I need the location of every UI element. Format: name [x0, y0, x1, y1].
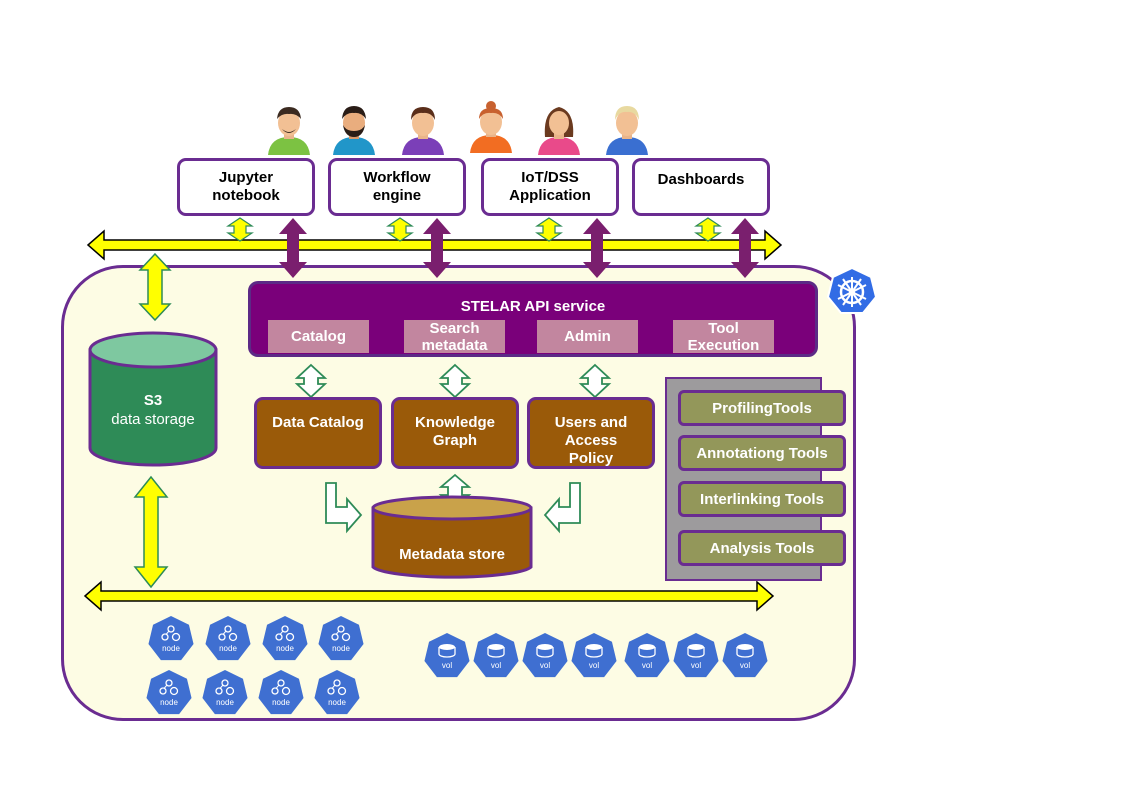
data-catalog-box: Data Catalog	[254, 397, 382, 469]
s3-cylinder	[88, 331, 218, 467]
volume-icon: vol	[571, 633, 617, 678]
vol-label: vol	[690, 661, 702, 670]
node-icon: node	[314, 670, 360, 715]
node-icon: node	[202, 670, 248, 715]
kg-link-arrow	[438, 363, 472, 399]
dashboards-box: Dashboards	[632, 158, 770, 216]
node-label: node	[219, 644, 237, 653]
node-label: node	[328, 698, 346, 707]
knowledge-graph-box: Knowledge Graph	[391, 397, 519, 469]
vol-label: vol	[588, 661, 600, 670]
vol-label: vol	[441, 661, 453, 670]
node-label: node	[332, 644, 350, 653]
catalog-link-arrow	[294, 363, 328, 399]
avatar	[470, 101, 512, 153]
api-link-arrow	[423, 218, 451, 278]
api-link-arrow	[279, 218, 307, 278]
vol-label: vol	[539, 661, 551, 670]
api-tool-execution: Tool Execution	[673, 320, 774, 354]
vol-label: vol	[490, 661, 502, 670]
s3-subtitle: data storage	[111, 411, 195, 428]
workflow-link-arrow	[386, 217, 414, 242]
metadata-store-label: Metadata store	[399, 546, 505, 563]
annotating-tools-box: Annotationg Tools	[678, 435, 846, 471]
iot-dss-application-box: IoT/DSS Application	[481, 158, 619, 216]
node-icon: node	[205, 616, 251, 661]
s3-title: S3	[143, 392, 163, 409]
catalog-store-arrow	[325, 482, 363, 534]
node-icon: node	[148, 616, 194, 661]
avatar	[606, 106, 648, 155]
node-label: node	[272, 698, 290, 707]
kubernetes-logo-icon	[826, 266, 878, 314]
node-icon: node	[146, 670, 192, 715]
node-label: node	[160, 698, 178, 707]
node-label: node	[216, 698, 234, 707]
users-link-arrow	[578, 363, 612, 399]
volume-icon: vol	[473, 633, 519, 678]
s3-top-arrow	[138, 252, 172, 322]
node-icon: node	[262, 616, 308, 661]
metadata-store-cylinder	[371, 495, 533, 579]
node-icon: node	[258, 670, 304, 715]
s3-bottom-arrow	[133, 475, 169, 589]
workflow-engine-box: Workflow engine	[328, 158, 466, 216]
node-label: node	[162, 644, 180, 653]
volume-icon: vol	[522, 633, 568, 678]
vol-label: vol	[739, 661, 751, 670]
volume-icon: vol	[424, 633, 470, 678]
api-catalog: Catalog	[268, 320, 369, 353]
api-search-metadata: Search metadata	[404, 320, 505, 354]
vol-label: vol	[641, 661, 653, 670]
avatar	[538, 107, 580, 155]
volume-icon: vol	[624, 633, 670, 678]
bottom-bus-arrow	[83, 580, 775, 612]
interlinking-tools-box: Interlinking Tools	[678, 481, 846, 517]
api-link-arrow	[583, 218, 611, 278]
jupyter-link-arrow	[226, 217, 254, 242]
avatar	[402, 107, 444, 155]
users-store-arrow	[543, 482, 581, 534]
jupyter-notebook-box: Jupyter notebook	[177, 158, 315, 216]
node-label: node	[276, 644, 294, 653]
api-link-arrow	[731, 218, 759, 278]
volume-icon: vol	[722, 633, 768, 678]
dashboards-link-arrow	[694, 217, 722, 242]
profiling-tools-box: ProfilingTools	[678, 390, 846, 426]
analysis-tools-box: Analysis Tools	[678, 530, 846, 566]
avatar	[268, 107, 310, 155]
volume-icon: vol	[673, 633, 719, 678]
iot-link-arrow	[535, 217, 563, 242]
api-admin: Admin	[537, 320, 638, 353]
api-title: STELAR API service	[460, 298, 606, 315]
avatar	[333, 106, 375, 155]
node-icon: node	[318, 616, 364, 661]
users-access-policy-box: Users and Access Policy	[527, 397, 655, 469]
